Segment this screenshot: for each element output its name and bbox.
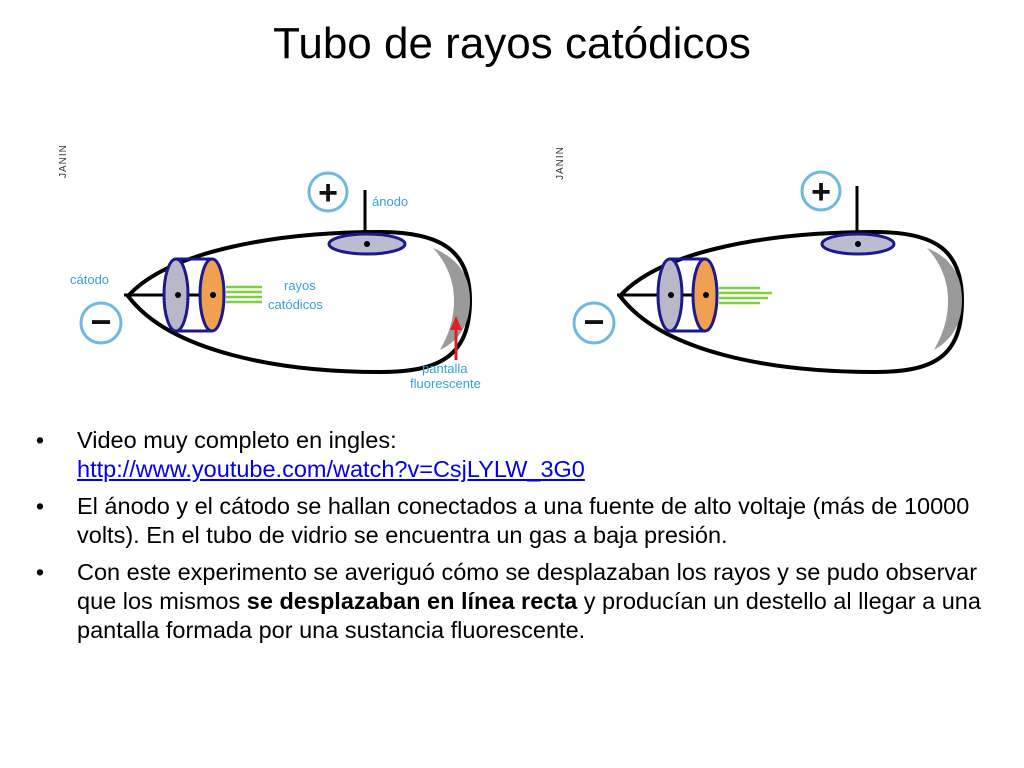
right-plus-sign: + — [811, 173, 831, 211]
left-plus-sign: + — [318, 174, 338, 212]
left-cathode-dot-1 — [175, 292, 181, 298]
bullet-text-experiment-post: y producían un destello al llegar a una … — [77, 588, 981, 643]
left-label-cathode: cátodo — [70, 272, 109, 287]
right-cathode-dot-1 — [668, 292, 674, 298]
left-anode-dot — [364, 241, 370, 247]
right-cathode-dot-2 — [703, 292, 709, 298]
bullet-item-video: • Video muy completo en ingles: http://w… — [30, 426, 1000, 484]
left-label-screen-2: fluorescente — [410, 376, 481, 391]
right-plus-sign-icon — [800, 170, 842, 212]
bullet-item-voltage: • El ánodo y el cátodo se hallan conecta… — [30, 492, 1000, 550]
right-cathode-rays — [719, 286, 772, 305]
bullet-marker: • — [35, 493, 45, 519]
left-plus-sign-icon — [307, 171, 349, 213]
right-anode-dot — [855, 241, 861, 247]
left-label-rays-1: rayos — [284, 278, 316, 293]
bullet-text-experiment-pre: Con este experimento se averiguó cómo se… — [77, 559, 978, 614]
slide-title: Tubo de rayos catódicos — [273, 19, 751, 68]
right-minus-sign-icon — [572, 301, 616, 345]
cathode-ray-tube-diagram: JANIN + − ánodo cátodo — [58, 144, 965, 391]
left-minus-sign-icon — [79, 301, 123, 345]
right-fluorescent-screen — [927, 248, 962, 350]
bullet-marker: • — [35, 427, 45, 453]
right-minus-sign: − — [583, 301, 604, 342]
left-cathode-rays — [226, 285, 262, 304]
left-watermark: JANIN — [58, 144, 69, 178]
left-label-rays-2: catódicos — [268, 297, 323, 312]
left-cathode-dot-2 — [210, 292, 216, 298]
left-tube-diagram: JANIN + − ánodo cátodo — [58, 144, 481, 391]
left-label-anode: ánodo — [372, 194, 408, 209]
left-label-screen-1: pantalla — [422, 361, 468, 376]
youtube-link[interactable]: http://www.youtube.com/watch?v=CsjLYLW_3… — [77, 456, 585, 482]
bullet-marker: • — [35, 559, 45, 585]
bullet-text-voltage: El ánodo y el cátodo se hallan conectado… — [77, 493, 970, 548]
bullet-text-video: Video muy completo en ingles: — [77, 427, 397, 453]
bullet-text-experiment-bold: se desplazaban en línea recta — [246, 588, 578, 614]
left-fluorescent-screen — [433, 248, 470, 350]
left-minus-sign: − — [90, 301, 111, 342]
right-watermark: JANIN — [555, 146, 566, 180]
right-tube-diagram: JANIN + − — [555, 146, 965, 375]
bullet-item-experiment: • Con este experimento se averiguó cómo … — [30, 558, 1000, 645]
left-screen-arrow — [450, 316, 462, 360]
bullet-list: • Video muy completo en ingles: http://w… — [30, 426, 1000, 653]
